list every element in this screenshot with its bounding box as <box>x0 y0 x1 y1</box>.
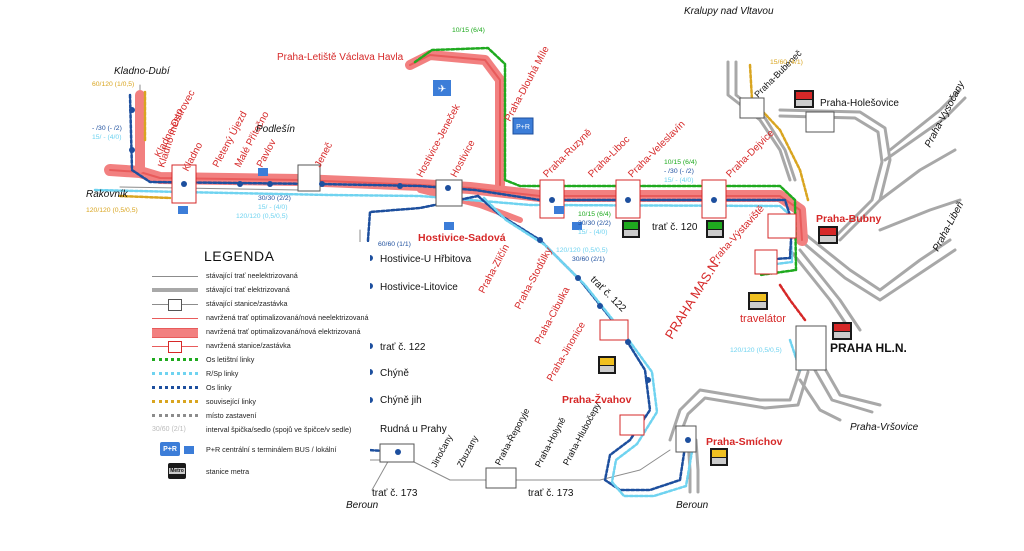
label-hostivice: Hostivice <box>449 138 478 179</box>
airplane-icon: ✈ <box>433 80 451 96</box>
label-zlicin: Praha-Zličín <box>477 243 512 296</box>
svg-text:10/15 (6/4): 10/15 (6/4) <box>664 159 697 166</box>
label-jinocany: Jinočany <box>429 432 455 468</box>
svg-text:10/15 (6/4): 10/15 (6/4) <box>578 211 611 218</box>
metro-icon-jinonice <box>598 356 616 374</box>
legend-item-new-electrified: navržená trať optimalizovaná/nová elektr… <box>152 326 372 338</box>
svg-text:- /30 (- /2): - /30 (- /2) <box>664 168 694 175</box>
legend-item-stop: místo zastavení <box>152 410 372 422</box>
label-rudna: Rudná u Prahy <box>380 424 447 435</box>
label-zvahov: Praha-Žvahov <box>562 393 632 406</box>
metro-icon-bubny <box>818 226 838 244</box>
legend-item-new-station: navržená stanice/zastávka <box>152 340 372 353</box>
label-jenec: Jeneč <box>313 141 335 170</box>
label-smichov: Praha-Smíchov <box>706 436 783 448</box>
pr-icon: P+R <box>512 117 534 135</box>
svg-text:15/ - (4/0): 15/ - (4/0) <box>92 134 121 141</box>
svg-text:120/120 (0,5/0,5): 120/120 (0,5/0,5) <box>556 247 608 254</box>
legend-item-non-electrified: stávající trať neelektrizovaná <box>152 270 372 282</box>
svg-text:15/ - (4/0): 15/ - (4/0) <box>258 204 287 211</box>
place-kladno-dubi: Kladno-Dubí <box>114 66 171 77</box>
metro-icon-dejvice <box>706 220 724 238</box>
legend-item-electrified: stávající trať elektrizovaná <box>152 284 372 296</box>
metro-legend-icon: Metro <box>168 463 186 479</box>
bus-terminal-icon-1 <box>178 168 582 230</box>
legend-item-os-line: Os linky <box>152 382 372 394</box>
legend-item-existing-station: stávající stanice/zastávka <box>152 298 372 311</box>
place-vysocany: Praha-Vysočany <box>923 79 968 150</box>
label-dlouha-mile: Praha-Dlouhá Míle <box>503 44 552 123</box>
label-hostivice-litovice: Hostivice-Litovice <box>380 282 458 293</box>
metro-icon-liboc <box>622 220 640 238</box>
label-travelator: travelátor <box>740 313 786 325</box>
metro-icon-hln <box>832 322 852 340</box>
svg-text:10/15 (6/4): 10/15 (6/4) <box>452 27 485 34</box>
label-pavlov: Pavlov <box>255 138 279 170</box>
place-vrsovice: Praha-Vršovice <box>850 422 919 433</box>
legend-item-interval: 30/60 (2/1) interval špička/sedlo (spojů… <box>152 425 352 434</box>
label-trat-120: trať č. 120 <box>652 222 698 233</box>
label-trat-122-b: trať č. 122 <box>380 342 426 353</box>
label-mas-n: PRAHA MAS.N. <box>662 255 724 341</box>
legend-item-metro: Metro stanice metra <box>152 463 372 479</box>
label-reporyje: Praha-Řeporyje <box>493 407 531 467</box>
place-beroun-1: Beroun <box>346 500 379 511</box>
svg-text:60/60 (1/1): 60/60 (1/1) <box>378 241 411 248</box>
svg-text:15/60 (4/1): 15/60 (4/1) <box>770 59 803 66</box>
label-hl-n: PRAHA HL.N. <box>830 341 907 355</box>
svg-text:P+R: P+R <box>516 124 530 131</box>
label-airport: Praha-Letiště Václava Havla <box>277 52 404 63</box>
existing-lines <box>119 60 967 494</box>
label-bubny: Praha-Bubny <box>816 213 882 225</box>
legend-item-pr: P+R P+R centrální s terminálem BUS / lok… <box>152 442 372 456</box>
label-liboc: Praha-Liboc <box>586 134 632 180</box>
metro-icon-smichov <box>710 448 728 466</box>
legend-title: LEGENDA <box>204 248 275 264</box>
legend-item-rsp-line: R/Sp linky <box>152 368 372 380</box>
metro-icon-holesovice <box>794 90 814 108</box>
place-podlesin: Podlešín <box>256 124 295 135</box>
svg-text:15/ - (4/0): 15/ - (4/0) <box>664 177 693 184</box>
interval-labels: 10/15 (6/4) 60/120 (1/0,5) - /30 (- /2) … <box>86 27 803 354</box>
place-rakovnik: Rakovník <box>86 189 129 200</box>
bus-legend-icon <box>184 446 194 454</box>
svg-text:30/60 (2/1): 30/60 (2/1) <box>572 256 605 263</box>
svg-text:30/30 (2/2): 30/30 (2/2) <box>578 220 611 227</box>
label-trat-173-a: trať č. 173 <box>372 488 418 499</box>
label-trat-173-b: trať č. 173 <box>528 488 574 499</box>
svg-text:120/120 (0,5/0,5): 120/120 (0,5/0,5) <box>730 347 782 354</box>
label-kladno: Kladno <box>181 140 206 173</box>
proposed-electrified-lines <box>104 50 808 246</box>
label-hostivice-u-hrbitova: Hostivice-U Hřbitova <box>380 254 472 265</box>
label-hlubocepy: Praha-Hlubočepy <box>561 400 603 467</box>
legend-item-airport-line: Os letištní linky <box>152 354 372 366</box>
svg-text:60/120 (1/0,5): 60/120 (1/0,5) <box>92 81 134 88</box>
label-chyne-jih: Chýně jih <box>380 395 422 406</box>
label-stodulky: Praha-Stodůlky <box>512 245 555 311</box>
label-chyne: Chýně <box>380 368 409 379</box>
svg-text:✈: ✈ <box>438 84 446 95</box>
metro-icon-masn <box>748 292 768 310</box>
label-dejvice: Praha-Dejvice <box>724 128 776 180</box>
place-kralupy: Kralupy nad Vltavou <box>684 6 774 17</box>
pr-legend-icon: P+R <box>160 442 180 456</box>
svg-text:15/ - (4/0): 15/ - (4/0) <box>578 229 607 236</box>
svg-text:120/120 (0,5/0,5): 120/120 (0,5/0,5) <box>236 213 288 220</box>
place-beroun-2: Beroun <box>676 500 709 511</box>
label-zbuzany: Zbuzany <box>455 433 480 469</box>
label-hostivice-sadova: Hostivice-Sadová <box>418 232 506 244</box>
svg-text:120/120 (0,5/0,5): 120/120 (0,5/0,5) <box>86 207 138 214</box>
label-cibulka: Praha-Cibulka <box>533 285 573 346</box>
legend-item-new-non-electrified: navržená trať optimalizovaná/nová neelek… <box>152 312 372 324</box>
label-holesovice: Praha-Holešovice <box>820 98 899 109</box>
svg-text:30/30 (2/2): 30/30 (2/2) <box>258 195 291 202</box>
legend-item-related-line: související linky <box>152 396 372 408</box>
svg-text:- /30 (- /2): - /30 (- /2) <box>92 125 122 132</box>
